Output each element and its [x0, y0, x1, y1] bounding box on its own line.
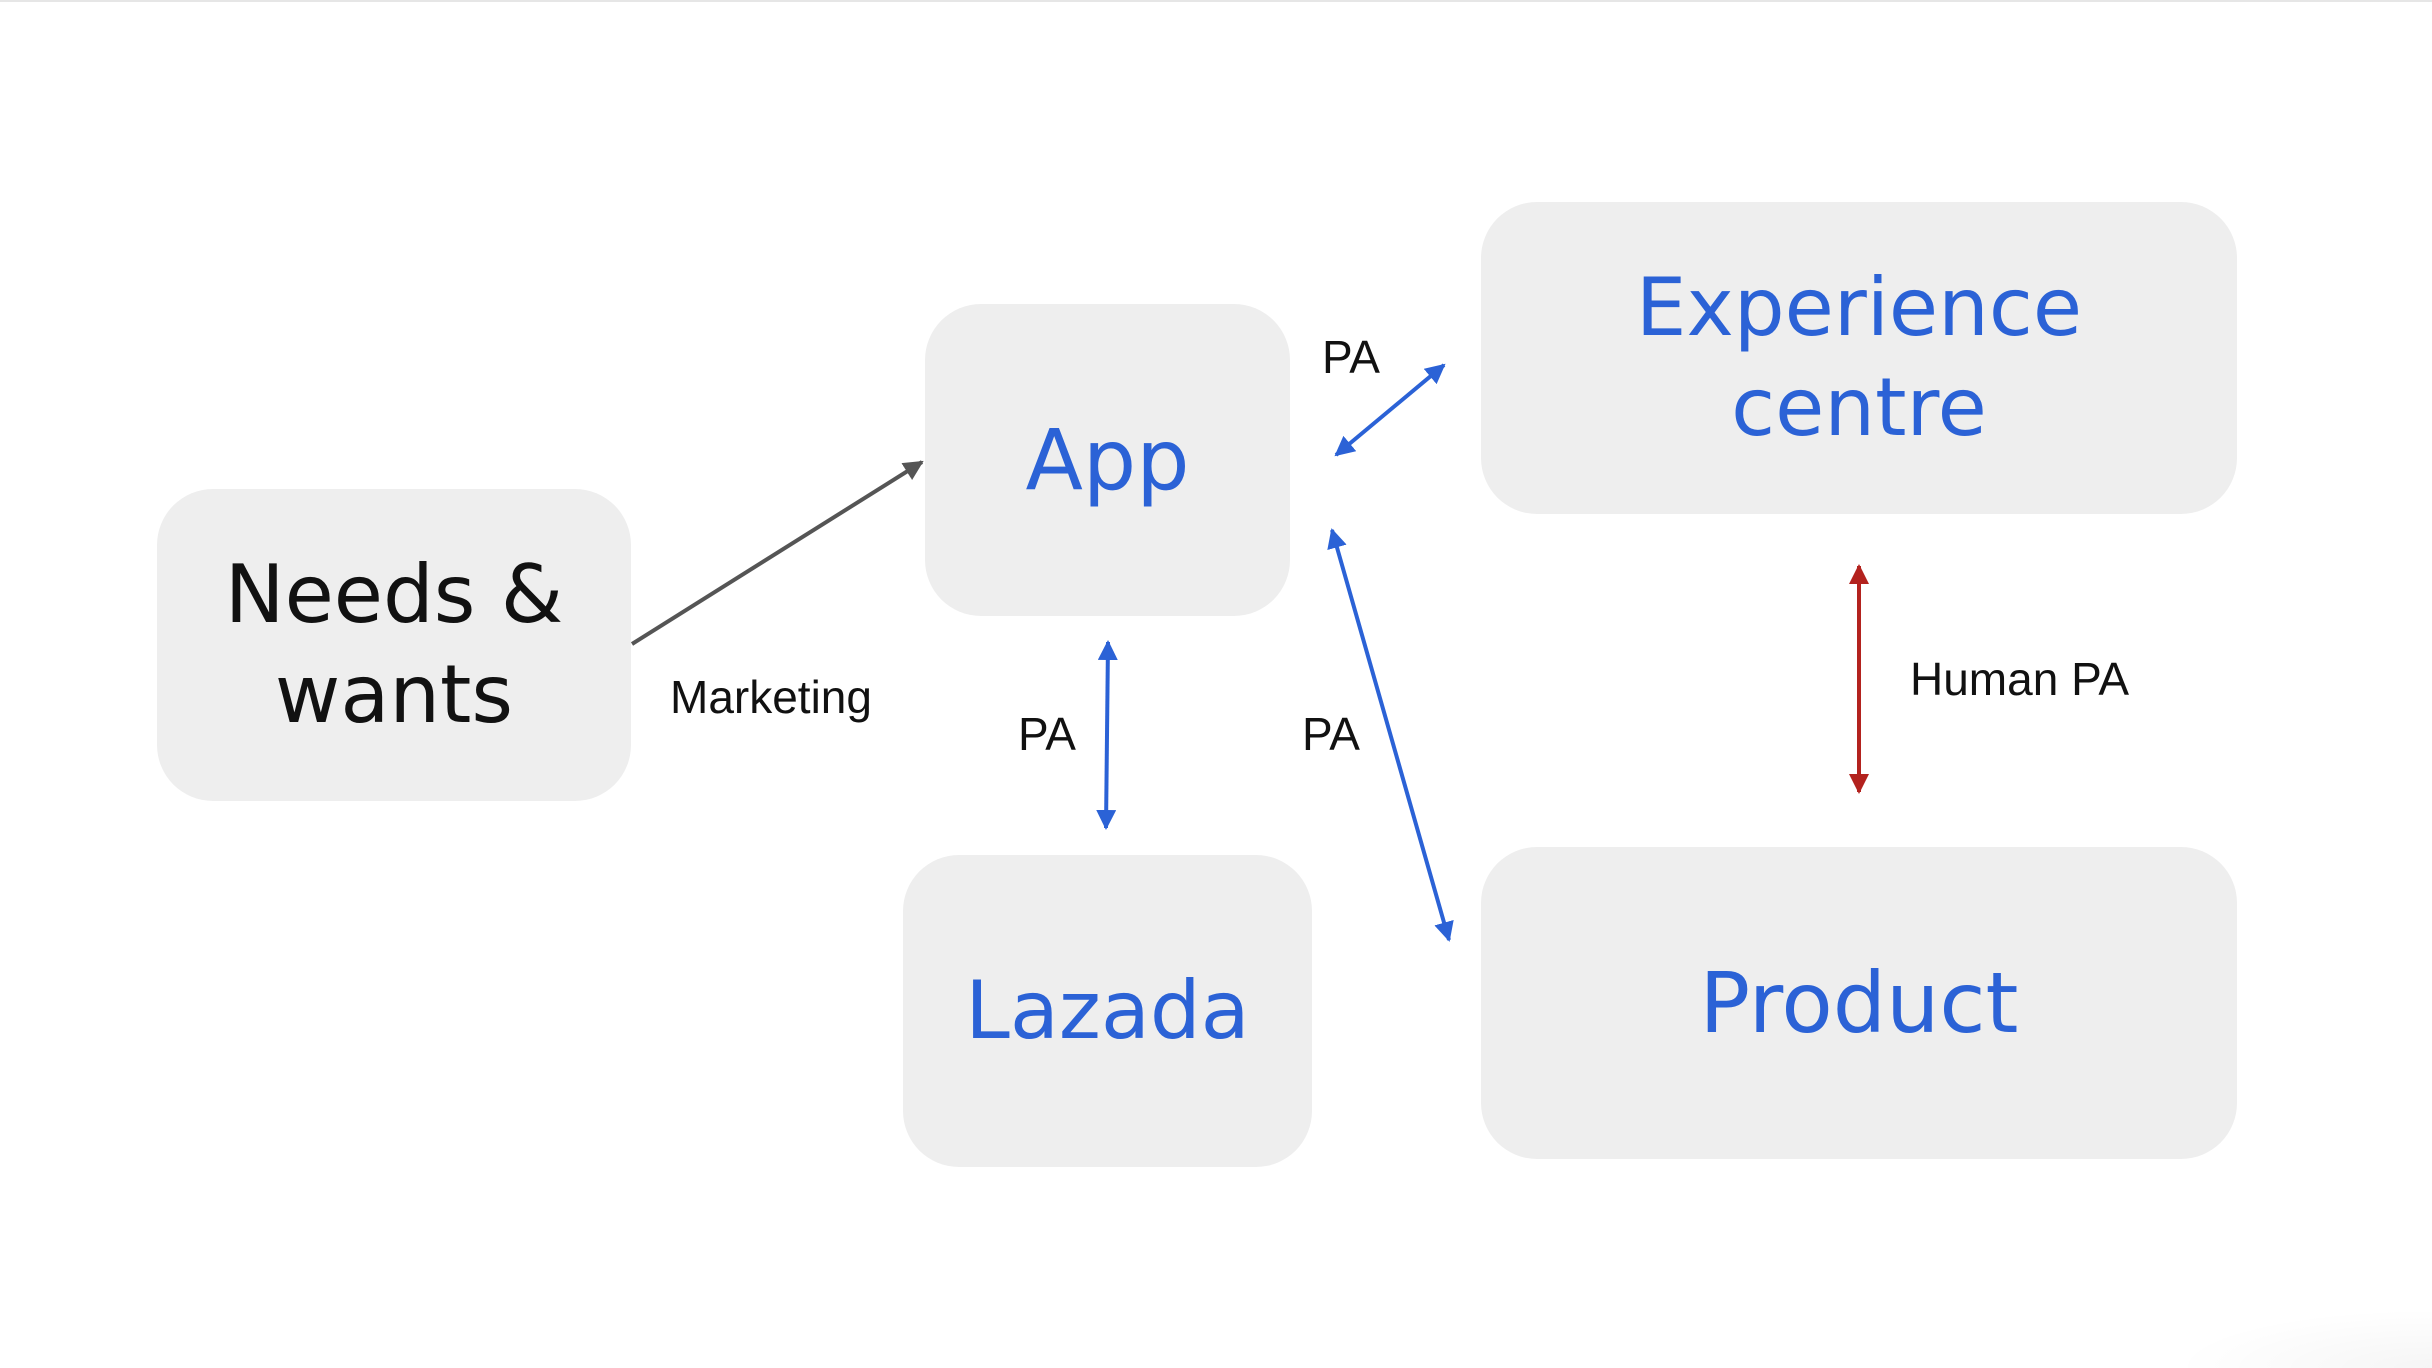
node-experience-centre-label: Experience centre: [1635, 261, 2083, 454]
edge-app-lazada-arrow: [1096, 640, 1118, 830]
node-needs-and-wants-label: Needs & wants: [224, 548, 564, 741]
top-divider: [0, 0, 2432, 2]
edge-label-pa-product: PA: [1302, 708, 1360, 760]
node-lazada-label: Lazada: [965, 964, 1250, 1057]
edge-label-pa-experience: PA: [1322, 331, 1380, 383]
edge-label-pa-lazada: PA: [1018, 708, 1076, 760]
node-app-label: App: [1025, 410, 1190, 509]
node-product: Product: [1481, 847, 2237, 1159]
node-experience-centre: Experience centre: [1481, 202, 2237, 514]
node-needs-and-wants: Needs & wants: [157, 489, 631, 801]
edge-marketing-arrow: [630, 460, 924, 646]
node-app: App: [925, 304, 1290, 616]
edge-label-marketing: Marketing: [670, 671, 872, 723]
node-product-label: Product: [1699, 953, 2019, 1052]
edge-label-human-pa: Human PA: [1910, 653, 2130, 705]
node-lazada: Lazada: [903, 855, 1312, 1167]
corner-shadow: [2172, 1308, 2432, 1368]
